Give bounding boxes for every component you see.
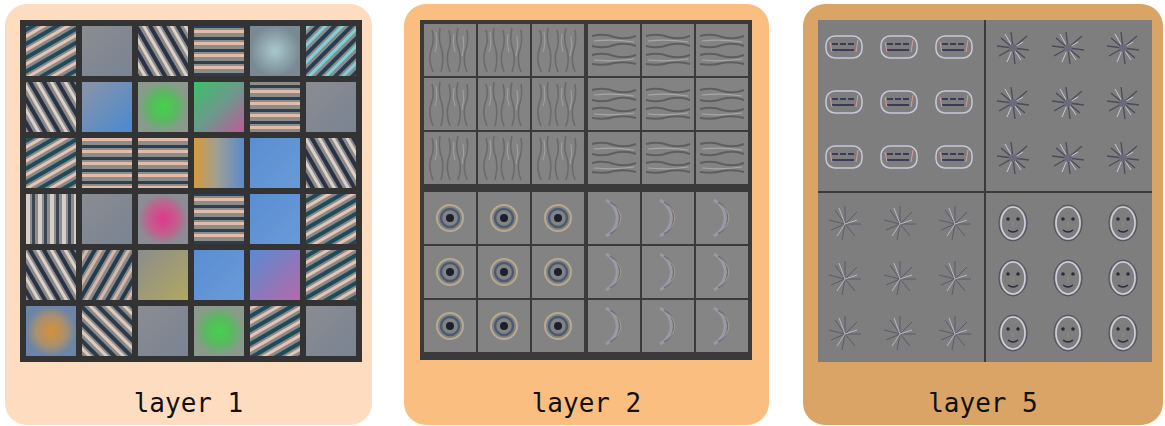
filter-cell bbox=[26, 26, 76, 76]
filter-cell bbox=[986, 196, 1151, 360]
filter-cell bbox=[194, 306, 244, 356]
filter-cell bbox=[26, 82, 76, 132]
filter-cell bbox=[588, 192, 748, 352]
filter-cell bbox=[194, 138, 244, 188]
filter-cell bbox=[250, 250, 300, 300]
filter-cell bbox=[26, 306, 76, 356]
filter-cell bbox=[20, 20, 362, 362]
filter-cell bbox=[82, 138, 132, 188]
layer-label: layer 5 bbox=[928, 388, 1038, 419]
filter-cell bbox=[818, 20, 1152, 362]
filter-cell bbox=[26, 138, 76, 188]
filter-cell bbox=[82, 250, 132, 300]
filter-cell bbox=[250, 306, 300, 356]
filter-cell bbox=[306, 82, 356, 132]
filter-cell bbox=[250, 194, 300, 244]
layer2-feature-grid bbox=[420, 20, 752, 360]
filter-cell bbox=[82, 194, 132, 244]
filter-cell bbox=[82, 26, 132, 76]
filter-cell bbox=[194, 82, 244, 132]
filter-cell bbox=[424, 192, 584, 352]
filter-cell bbox=[818, 22, 984, 188]
filter-cell bbox=[194, 26, 244, 76]
filter-cell bbox=[250, 138, 300, 188]
filter-cell bbox=[82, 82, 132, 132]
filter-cell bbox=[138, 194, 188, 244]
filter-cell bbox=[138, 26, 188, 76]
filter-cell bbox=[26, 194, 76, 244]
filter-cell bbox=[306, 26, 356, 76]
filter-cell bbox=[250, 82, 300, 132]
filter-cell bbox=[306, 306, 356, 356]
layer1-filter-grid bbox=[20, 20, 362, 362]
filter-cell bbox=[82, 306, 132, 356]
filter-cell bbox=[194, 194, 244, 244]
filter-cell bbox=[306, 194, 356, 244]
filter-cell bbox=[986, 22, 1151, 188]
filter-cell bbox=[420, 20, 752, 360]
filter-cell bbox=[26, 250, 76, 300]
filter-cell bbox=[818, 196, 984, 360]
filter-cell bbox=[588, 24, 748, 184]
filter-cell bbox=[250, 26, 300, 76]
layer-label: layer 1 bbox=[134, 388, 244, 419]
filter-cell bbox=[138, 306, 188, 356]
layer-label: layer 2 bbox=[532, 388, 642, 419]
filter-cell bbox=[138, 250, 188, 300]
filter-cell bbox=[818, 20, 1152, 362]
filter-cell bbox=[424, 24, 584, 184]
filter-cell bbox=[306, 138, 356, 188]
filter-cell bbox=[138, 138, 188, 188]
filter-cell bbox=[306, 250, 356, 300]
layer5-feature-grid bbox=[818, 20, 1152, 362]
filter-cell bbox=[194, 250, 244, 300]
filter-cell bbox=[138, 82, 188, 132]
